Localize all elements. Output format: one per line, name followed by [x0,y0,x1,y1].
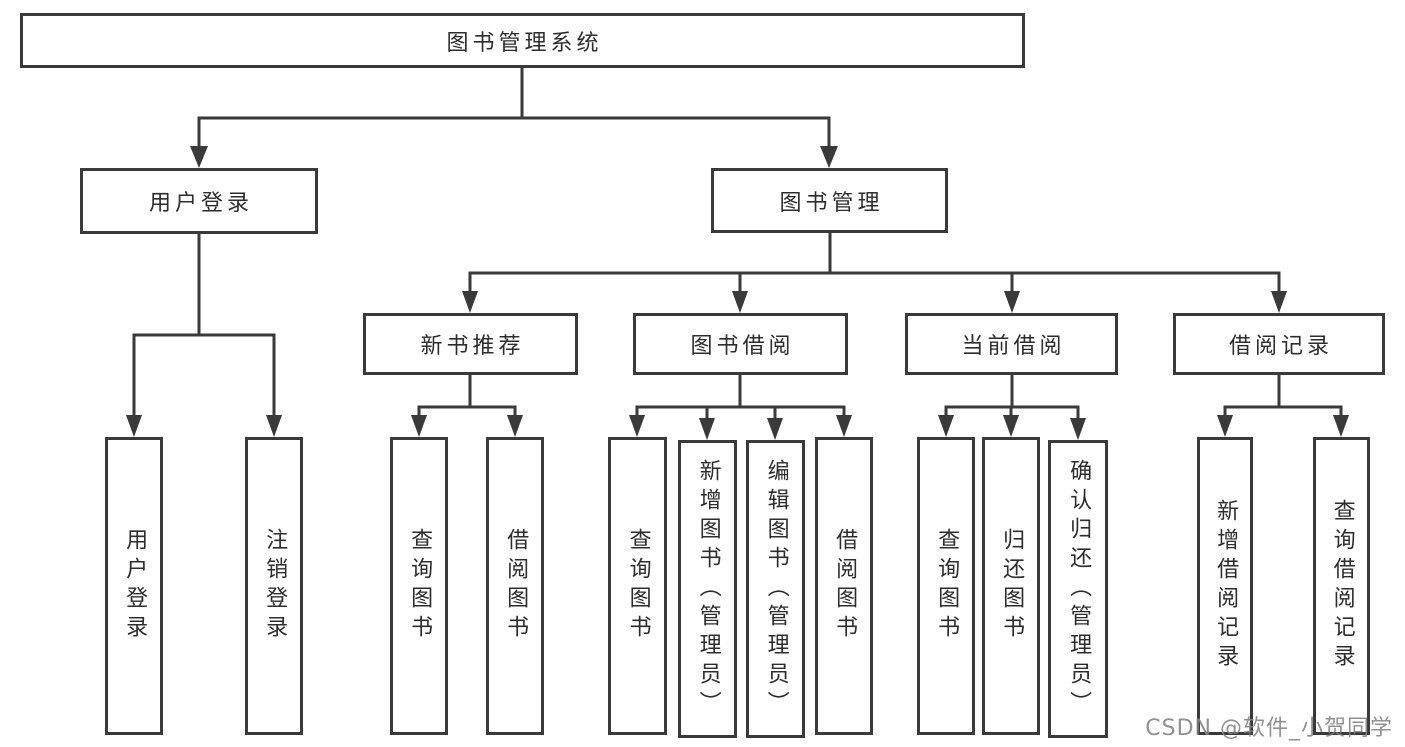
leaf-add-borrow-record-label: 新增借阅记录 [1213,499,1239,673]
node-current-borrowing-label: 当前借阅 [961,334,1066,359]
leaf-logout-label: 注销登录 [262,528,288,644]
leaf-recommend-query-book: 查询图书 [390,437,448,735]
leaf-user-login-label: 用户登录 [122,528,148,644]
node-book-management-label: 图书管理 [779,190,884,216]
leaf-logout: 注销登录 [245,437,303,735]
leaf-return-book: 归还图书 [982,437,1040,735]
leaf-add-book-admin-label: 新增图书（管理员） [695,458,721,720]
leaf-recommend-borrow-book-label: 借阅图书 [503,528,529,644]
leaf-current-query-book: 查询图书 [917,437,975,735]
node-book-borrowing-label: 图书借阅 [690,334,795,359]
leaf-confirm-return-admin: 确认归还（管理员） [1048,440,1108,738]
leaf-query-borrow-record: 查询借阅记录 [1313,437,1370,735]
leaf-user-login: 用户登录 [105,437,163,735]
node-user-login-module-label: 用户登录 [148,191,253,216]
leaf-borrowing-query-book: 查询图书 [608,437,667,735]
node-borrowing-records-label: 借阅记录 [1228,334,1333,359]
node-new-book-recommend-label: 新书推荐 [420,334,525,359]
node-borrowing-records: 借阅记录 [1173,313,1385,375]
leaf-add-borrow-record: 新增借阅记录 [1197,437,1253,735]
node-new-book-recommend: 新书推荐 [363,313,578,375]
leaf-edit-book-admin: 编辑图书（管理员） [746,440,805,738]
leaf-borrowing-query-book-label: 查询图书 [625,528,651,644]
node-book-management: 图书管理 [711,168,948,233]
leaf-edit-book-admin-label: 编辑图书（管理员） [763,458,789,720]
leaf-return-book-label: 归还图书 [999,528,1025,644]
leaf-query-borrow-record-label: 查询借阅记录 [1329,499,1355,673]
leaf-current-query-book-label: 查询图书 [934,528,960,644]
leaf-borrowing-borrow-book: 借阅图书 [815,437,873,735]
node-root-system: 图书管理系统 [20,13,1025,68]
node-current-borrowing: 当前借阅 [905,313,1118,375]
csdn-watermark: CSDN @软件_小贺同学 [1145,716,1393,741]
node-root-system-label: 图书管理系统 [446,30,603,56]
leaf-recommend-query-book-label: 查询图书 [407,528,433,644]
node-user-login-module: 用户登录 [80,168,318,234]
node-book-borrowing: 图书借阅 [633,313,848,375]
leaf-recommend-borrow-book: 借阅图书 [486,437,544,735]
leaf-confirm-return-admin-label: 确认归还（管理员） [1066,458,1092,720]
leaf-add-book-admin: 新增图书（管理员） [678,440,737,738]
leaf-borrowing-borrow-book-label: 借阅图书 [832,528,858,644]
